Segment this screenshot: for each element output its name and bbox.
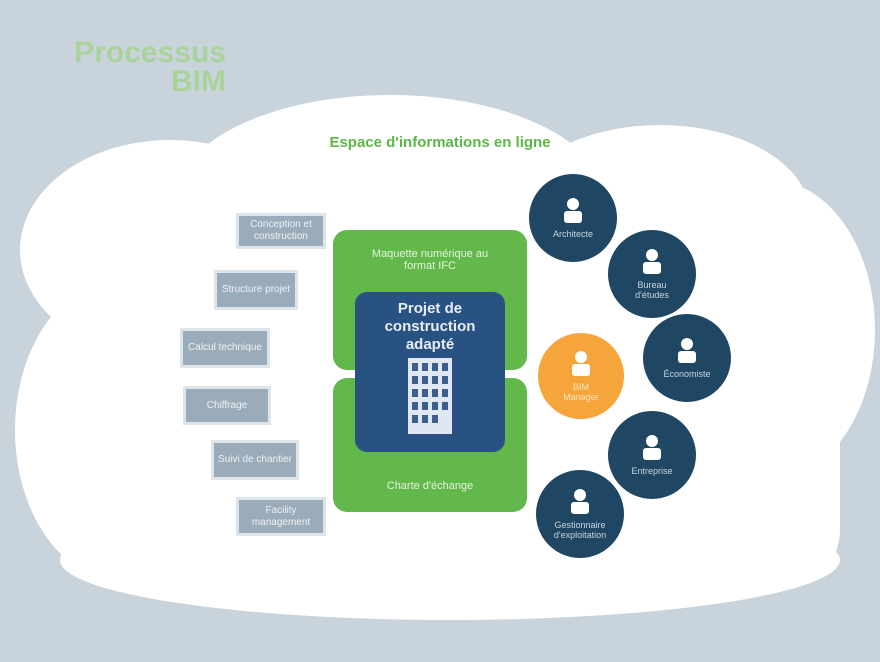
actor-label: Bureau d'études (635, 280, 669, 300)
person-icon (643, 435, 661, 460)
person-icon (643, 249, 661, 274)
ifc-model-label: Maquette numérique au format IFC (371, 248, 489, 272)
task-box: Calcul technique (180, 328, 270, 368)
actor-gestionnaire: Gestionnaire d'exploitation (534, 468, 626, 560)
online-space-label: Espace d'informations en ligne (329, 134, 551, 151)
building-icon (408, 358, 452, 434)
actor-entreprise: Entreprise (606, 409, 698, 501)
project-label: Projet de construction adapté (384, 300, 476, 353)
task-box: Conception et construction (236, 213, 326, 249)
actor-label: Gestionnaire d'exploitation (553, 520, 607, 540)
actor-bureau-etudes: Bureau d'études (606, 228, 698, 320)
person-icon (572, 351, 590, 376)
person-icon (564, 198, 582, 223)
task-box: Structure projet (214, 270, 298, 310)
actor-bim-manager: BIM Manager (536, 331, 626, 421)
actor-label: Entreprise (631, 466, 673, 476)
exchange-charter-label: Charte d'échange (386, 480, 474, 492)
task-box: Suivi de chantier (211, 440, 299, 480)
actor-label: Architecte (552, 229, 594, 239)
actor-economiste: Économiste (641, 312, 733, 404)
actor-label: BIM Manager (563, 382, 599, 402)
actor-label: Économiste (663, 369, 711, 379)
person-icon (678, 338, 696, 363)
person-icon (571, 489, 589, 514)
task-box: Facility management (236, 497, 326, 536)
actor-architecte: Architecte (527, 172, 619, 264)
diagram-title: Processus BIM (74, 36, 226, 98)
task-box: Chiffrage (183, 386, 271, 425)
construction-project-box: Projet de construction adapté (355, 292, 505, 452)
